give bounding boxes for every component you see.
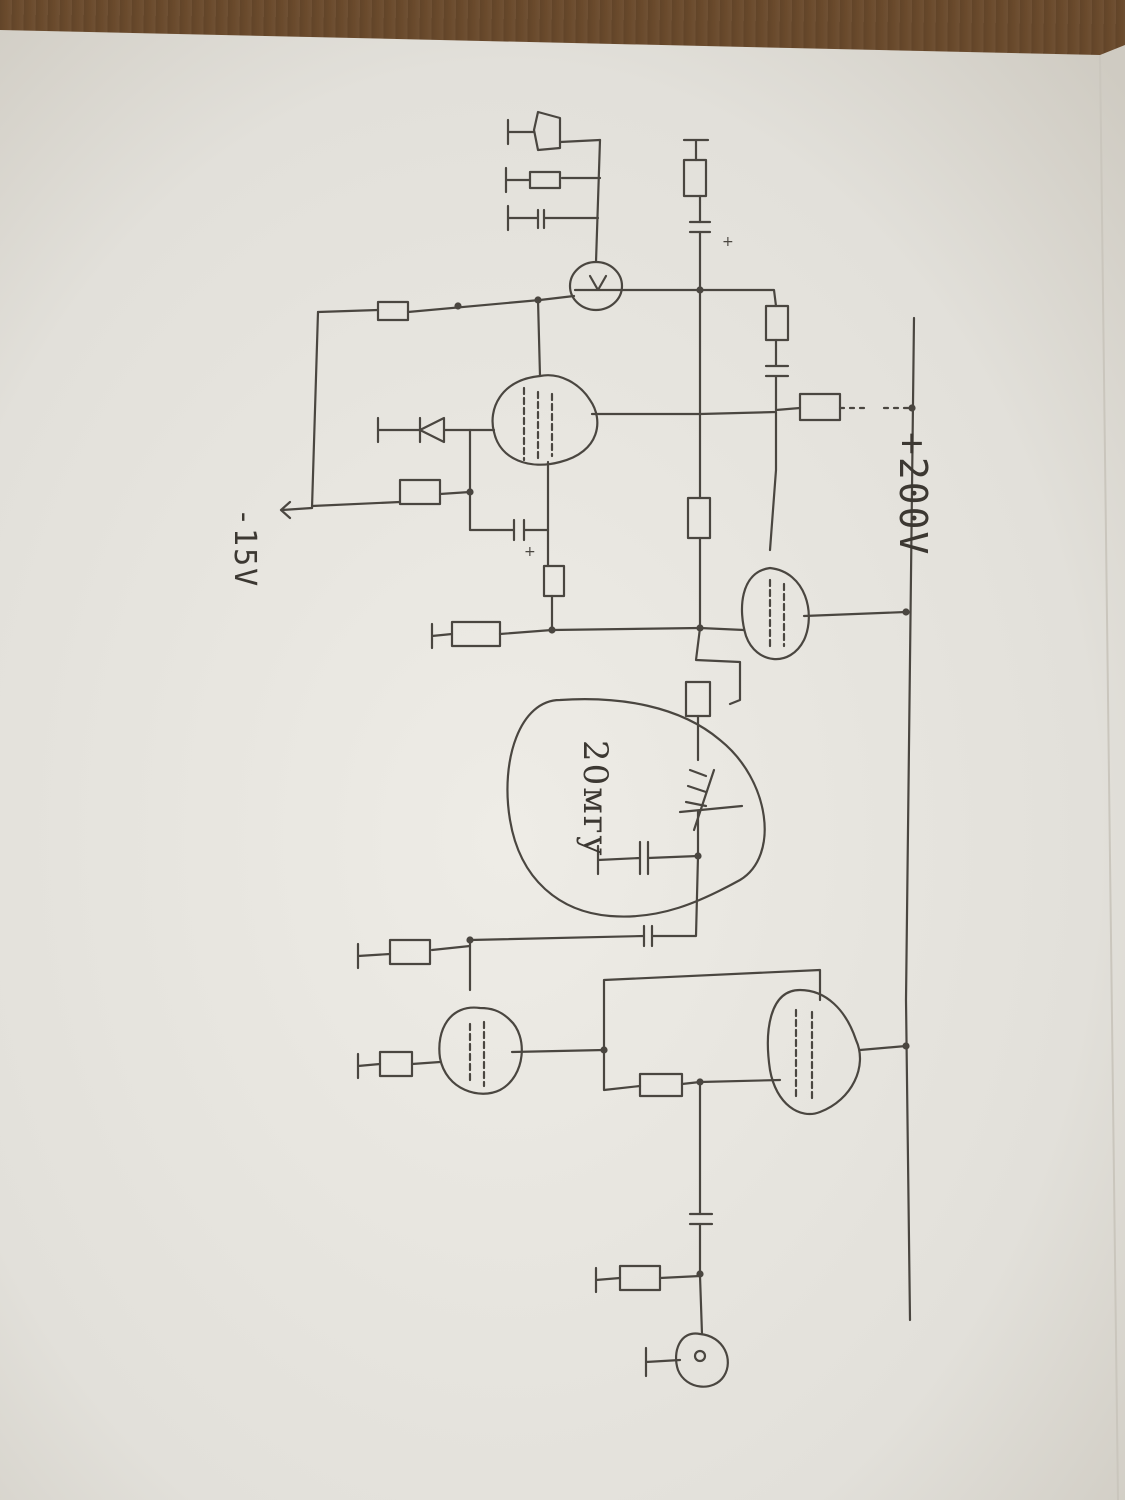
resistor <box>638 1072 684 1098</box>
resistor <box>450 620 502 648</box>
inductor-note-label: 20мгу <box>575 740 615 858</box>
capacitor <box>764 338 790 412</box>
resistor <box>618 1264 662 1292</box>
capacitor <box>642 924 654 948</box>
resistor <box>798 392 842 422</box>
capacitor <box>506 204 600 232</box>
capacitor <box>688 1212 714 1226</box>
resistor <box>542 564 566 598</box>
resistor <box>684 680 712 718</box>
capacitor <box>596 840 700 876</box>
negative-supply-label: -15V <box>227 508 262 589</box>
supply-voltage-label: +200V <box>891 432 935 557</box>
diode <box>376 416 496 444</box>
vacuum-tube <box>740 566 810 661</box>
shielded-area-outline <box>506 698 766 918</box>
capacitor <box>688 220 712 234</box>
resistor <box>528 170 562 190</box>
connector <box>532 110 562 152</box>
resistor <box>376 300 410 322</box>
negative-rail <box>310 310 320 510</box>
resistor <box>378 1050 414 1078</box>
vacuum-tube <box>491 374 599 466</box>
negative-supply-arrow <box>279 500 314 520</box>
capacitor <box>468 490 550 542</box>
vacuum-tube <box>766 988 861 1116</box>
output-jack <box>674 1332 729 1388</box>
supply-rail <box>904 316 916 1322</box>
resistor <box>398 478 442 506</box>
resistor <box>764 304 790 342</box>
svg-text:+: + <box>524 544 536 560</box>
svg-text:+: + <box>722 234 734 250</box>
resistor <box>686 496 712 540</box>
resistor <box>388 938 432 966</box>
resistor <box>682 158 708 198</box>
vacuum-tube <box>438 1006 523 1095</box>
